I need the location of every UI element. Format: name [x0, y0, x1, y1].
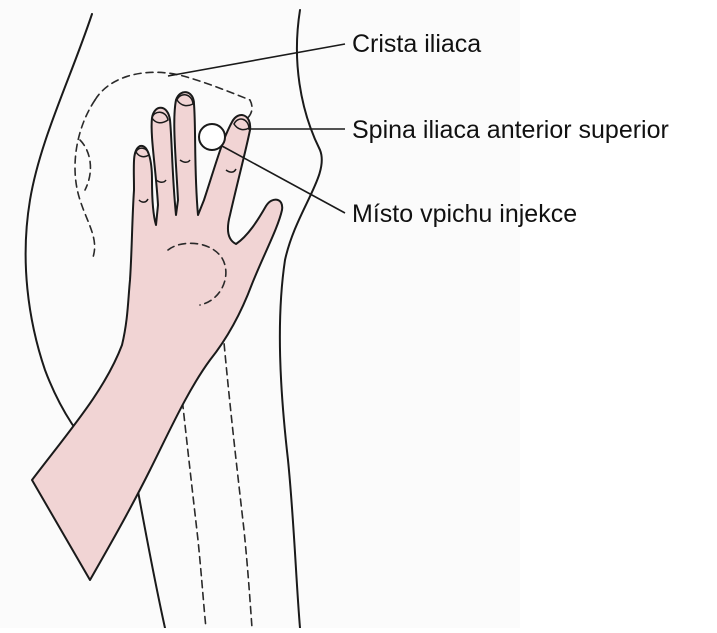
injection-site-marker: [199, 124, 225, 150]
label-spina-iliaca: Spina iliaca anterior superior: [352, 118, 669, 143]
label-injection-site: Místo vpichu injekce: [352, 202, 577, 227]
label-crista-iliaca: Crista iliaca: [352, 32, 481, 57]
